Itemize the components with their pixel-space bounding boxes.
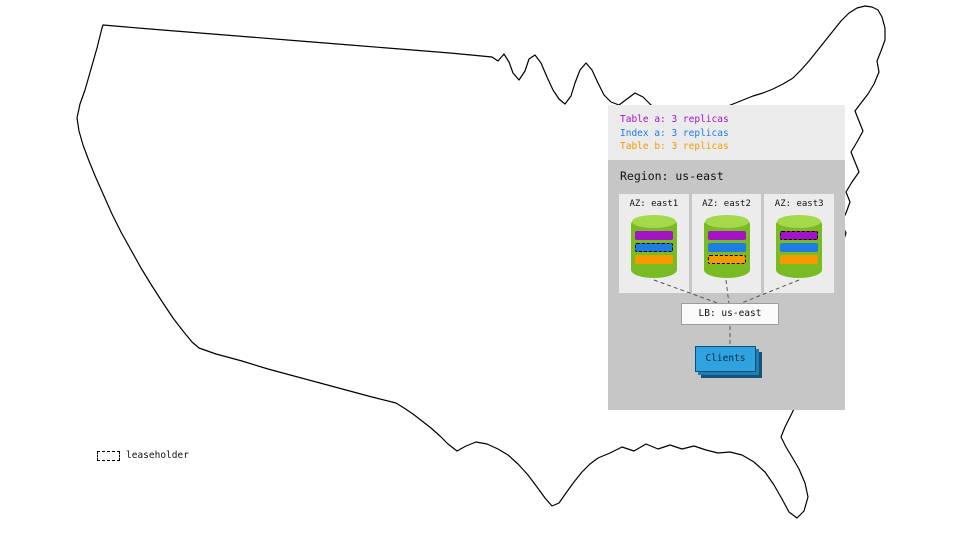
replica-bar-table-b [780,255,819,264]
legend-table-a: Table a: 3 replicas [620,114,729,125]
replica-bar-index-a [707,243,746,252]
clients-box: Clients [695,346,756,372]
cylinder-top-ellipse [704,215,749,228]
az-row: AZ: east1 AZ: east2 AZ: east3 [619,194,835,293]
legend-table-b: Table b: 3 replicas [620,141,729,152]
replica-bar-table-b [634,255,673,264]
region-box: Region: us-east AZ: east1 AZ: east2 [608,160,845,410]
database-cylinder [776,215,823,278]
database-cylinder [630,215,677,278]
az-title: AZ: east3 [774,199,824,209]
cylinder-top-ellipse [631,215,676,228]
region-panel: Table a: 3 replicas Index a: 3 replicas … [608,105,845,410]
az-box-east2: AZ: east2 [691,194,762,293]
az-title: AZ: east1 [629,199,679,209]
replica-bar-table-a [780,231,819,240]
replica-bar-index-a [634,243,673,252]
cylinder-top-ellipse [777,215,822,228]
region-title: Region: us-east [620,169,724,183]
az-box-east3: AZ: east3 [764,194,835,293]
az-title: AZ: east2 [702,199,751,209]
replica-bar-index-a [780,243,819,252]
replica-bar-table-a [707,231,746,240]
az-box-east1: AZ: east1 [619,194,689,293]
replica-bar-table-b [707,255,746,264]
replica-bar-table-a [634,231,673,240]
database-cylinder [703,215,750,278]
leaseholder-legend: leaseholder [97,450,189,461]
load-balancer-box: LB: us-east [681,303,779,325]
leaseholder-swatch [97,450,120,461]
leaseholder-label: leaseholder [126,450,189,461]
replica-legend: Table a: 3 replicas Index a: 3 replicas … [608,105,845,160]
legend-index-a: Index a: 3 replicas [620,127,729,139]
